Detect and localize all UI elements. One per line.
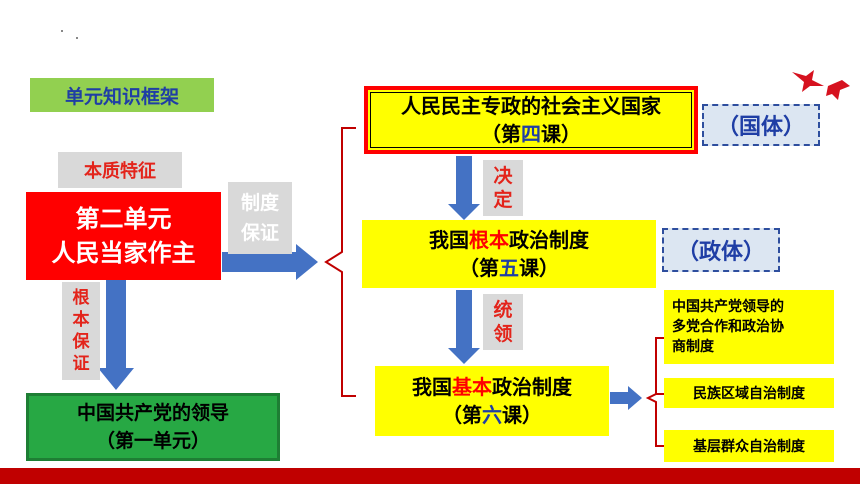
down-arrow-icon [98,280,134,390]
basic-system-title: 我国基本政治制度 [412,375,572,399]
system-guarantee-line2: 保证 [240,222,279,244]
system-guarantee-label: 制度 保证 [228,182,292,254]
socialist-state-box: 人民民主专政的社会主义国家 （第四课） [364,86,698,154]
multiparty-line: 中国共产党领导的 [672,299,784,315]
framework-title-text: 单元知识框架 [64,85,179,108]
party-leadership-title: 中国共产党的领导 [76,402,229,424]
fundamental-system-lesson: （第五课） [459,256,559,280]
state-system-text: （国体） [716,115,805,140]
lesson-number: 五 [499,256,519,280]
root-guarantee-char: 证 [72,354,90,374]
fundamental-system-box: 我国根本政治制度 （第五课） [362,220,656,288]
government-form-text: （政体） [676,240,765,265]
down-arrow-icon [448,156,480,220]
party-leadership-box: 中国共产党的领导 （第一单元） [26,393,280,461]
root-guarantee-char: 保 [72,332,90,352]
framework-title: 单元知识框架 [30,78,214,112]
system-guarantee-line1: 制度 [240,192,279,214]
basic-system-lesson: （第六课） [442,403,542,427]
multiparty-line: 商制度 [672,339,714,355]
lesson-number: 四 [521,122,541,146]
state-system-tag: （国体） [702,104,820,146]
decide-char: 决 [493,165,513,187]
lesson-number: 六 [482,403,502,427]
root-guarantee-char: 根 [72,288,90,308]
socialist-state-lesson: （第四课） [481,122,581,146]
fundamental-highlight: 根本 [469,228,509,252]
root-guarantee-label: 根 本 保 证 [62,282,100,380]
bottom-bar [0,468,860,484]
sub-bracket [645,337,664,447]
lead-char: 领 [493,323,513,345]
decor-dot [61,30,63,32]
party-leadership-unit: （第一单元） [95,430,210,452]
multiparty-line: 多党合作和政治协 [672,319,784,335]
government-form-tag: （政体） [662,228,780,272]
right-arrow-icon [610,386,642,410]
unit-two-box: 第二单元 人民当家作主 [26,192,221,280]
decide-char: 定 [493,189,513,211]
lead-label: 统 领 [483,294,523,350]
unit-two-title: 第二单元 [75,205,172,233]
community-self-governance-box: 基层群众自治制度 [664,430,834,462]
ethnic-autonomy-box: 民族区域自治制度 [664,378,834,408]
multiparty-cooperation-box: 中国共产党领导的 多党合作和政治协 商制度 [664,290,834,364]
essence-label: 本质特征 [58,152,182,188]
decor-dot [76,37,78,39]
down-arrow-icon [448,290,480,364]
root-guarantee-char: 本 [72,310,90,330]
decide-label: 决 定 [483,160,523,216]
ethnic-autonomy-text: 民族区域自治制度 [693,386,805,402]
doves-icon [792,70,850,100]
unit-two-subtitle: 人民当家作主 [51,239,196,267]
socialist-state-title: 人民民主专政的社会主义国家 [401,94,661,118]
basic-system-box: 我国基本政治制度 （第六课） [375,366,609,436]
community-self-governance-text: 基层群众自治制度 [693,439,805,455]
essence-label-text: 本质特征 [84,161,156,182]
basic-highlight: 基本 [452,375,492,399]
main-bracket [324,127,356,397]
fundamental-system-title: 我国根本政治制度 [429,228,589,252]
lead-char: 统 [493,299,513,321]
